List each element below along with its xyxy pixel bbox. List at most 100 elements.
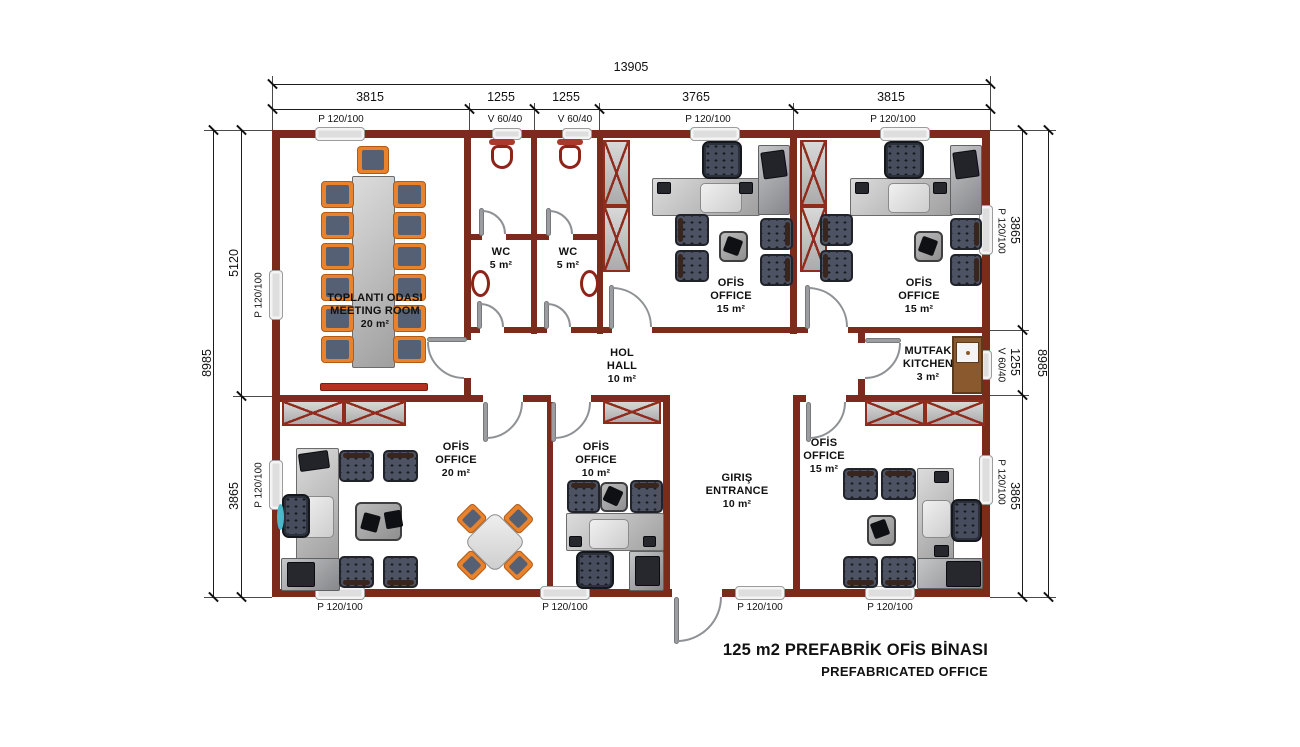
drawing-title: 125 m2 PREFABRİK OFİS BİNASI <box>722 641 988 659</box>
room-area: 10 m² <box>607 373 637 386</box>
wall-segment <box>272 130 990 138</box>
chair-back <box>974 258 979 282</box>
door-arc-curve <box>865 343 901 379</box>
wall-segment <box>504 327 547 333</box>
door-arc-curve <box>486 402 523 439</box>
room-area: 20 m² <box>441 467 471 480</box>
extension-line <box>204 597 272 598</box>
chair <box>321 305 354 332</box>
chair-seat <box>326 278 349 297</box>
door-arc-curve <box>549 210 573 234</box>
wall-segment <box>846 395 982 402</box>
door-swing-arc <box>808 287 848 327</box>
door-swing-arc <box>427 342 464 379</box>
dimension-line <box>241 130 242 597</box>
guest-chair <box>820 214 853 246</box>
drawing-title-block: 125 m2 PREFABRİK OFİS BİNASI PREFABRICAT… <box>640 641 988 679</box>
room-label-entrance: GIRIŞ ENTRANCE 10 m² <box>706 472 769 511</box>
door-arc-curve <box>808 287 848 327</box>
credenza <box>320 383 428 391</box>
room-name-en: ENTRANCE <box>705 485 769 498</box>
chair-seat <box>398 216 421 235</box>
chair-seat <box>508 508 529 529</box>
room-name-en: HALL <box>606 360 638 373</box>
window-symbol <box>979 455 993 505</box>
room-label-wc1: WC 5 m² <box>490 246 512 272</box>
window-symbol <box>690 127 740 141</box>
opening-label-bottom-4: P 120/100 <box>867 602 913 613</box>
room-name-en: KITCHEN <box>902 358 954 371</box>
chair-back <box>785 258 790 282</box>
room-label-hall: HOL HALL 10 m² <box>607 347 637 386</box>
room-area: 10 m² <box>722 498 752 511</box>
toilet-symbol <box>491 145 513 169</box>
chair-seat <box>398 340 421 359</box>
wall-segment <box>547 402 553 589</box>
office-equipment <box>855 182 869 194</box>
table-item <box>383 509 404 530</box>
guest-chair <box>843 556 878 588</box>
dimension-line <box>272 84 990 85</box>
room-name-en: MEETING ROOM <box>330 305 420 318</box>
chair-back <box>678 254 683 278</box>
round-table-group <box>433 480 557 604</box>
door-arc-curve <box>427 342 464 379</box>
room-label-office-top-right: OFİS OFFICE 15 m² <box>898 277 940 316</box>
dim-right-segment-2: 1255 <box>1008 348 1022 376</box>
window-symbol <box>269 460 283 510</box>
office-equipment <box>657 182 671 194</box>
chair-accent <box>277 504 284 530</box>
extension-line <box>793 103 794 130</box>
door-arc-curve <box>809 402 846 439</box>
room-name-en: OFFICE <box>435 454 477 467</box>
door-swing-arc <box>547 303 571 327</box>
room-name: WC <box>558 246 578 258</box>
chair-back <box>387 580 414 585</box>
chair-seat <box>326 247 349 266</box>
wall-segment <box>663 402 670 589</box>
door-swing-arc <box>865 343 901 379</box>
chair-back <box>823 218 828 242</box>
extension-line <box>599 103 600 130</box>
door-swing-arc <box>480 303 504 327</box>
chair-back <box>634 483 659 488</box>
toilet-tank <box>489 139 515 145</box>
door-arc-curve <box>480 303 504 327</box>
washbasin-symbol <box>471 270 490 297</box>
room-label-office-top-left: OFİS OFFICE 15 m² <box>710 277 752 316</box>
chair <box>321 336 354 363</box>
room-area: 10 m² <box>581 467 611 480</box>
room-area: 15 m² <box>904 303 934 316</box>
wall-segment <box>272 138 280 589</box>
chair-seat <box>398 247 421 266</box>
wall-segment <box>272 589 990 597</box>
office-equipment <box>635 556 660 586</box>
room-area: 3 m² <box>916 371 940 384</box>
chair-seat <box>508 555 529 576</box>
desk <box>352 176 395 368</box>
kitchen-sink-symbol <box>956 342 979 363</box>
window-symbol <box>540 586 590 600</box>
wall-segment <box>571 327 612 333</box>
extension-line <box>469 103 470 130</box>
desk-panel <box>589 519 629 549</box>
chair-seat <box>398 185 421 204</box>
dim-top-segment-1: 3815 <box>356 90 384 104</box>
window-symbol <box>269 270 283 320</box>
chair-seat <box>461 555 482 576</box>
opening-label-left-1: P 120/100 <box>253 272 265 318</box>
opening-label-top-4: P 120/100 <box>685 114 731 125</box>
window-symbol <box>735 586 785 600</box>
wardrobe-cabinet <box>344 400 406 426</box>
chair-seat <box>326 309 349 328</box>
room-label-wc2: WC 5 m² <box>557 246 579 272</box>
office-equipment <box>643 536 656 547</box>
office-equipment <box>569 536 582 547</box>
wall-segment <box>531 234 549 240</box>
guest-chair <box>339 450 374 482</box>
chair <box>393 336 426 363</box>
room-name-tr: MUTFAK <box>904 345 952 357</box>
chair-back <box>343 580 370 585</box>
room-name-tr: OFİS <box>905 277 933 289</box>
dim-overall-width: 13905 <box>613 60 649 74</box>
